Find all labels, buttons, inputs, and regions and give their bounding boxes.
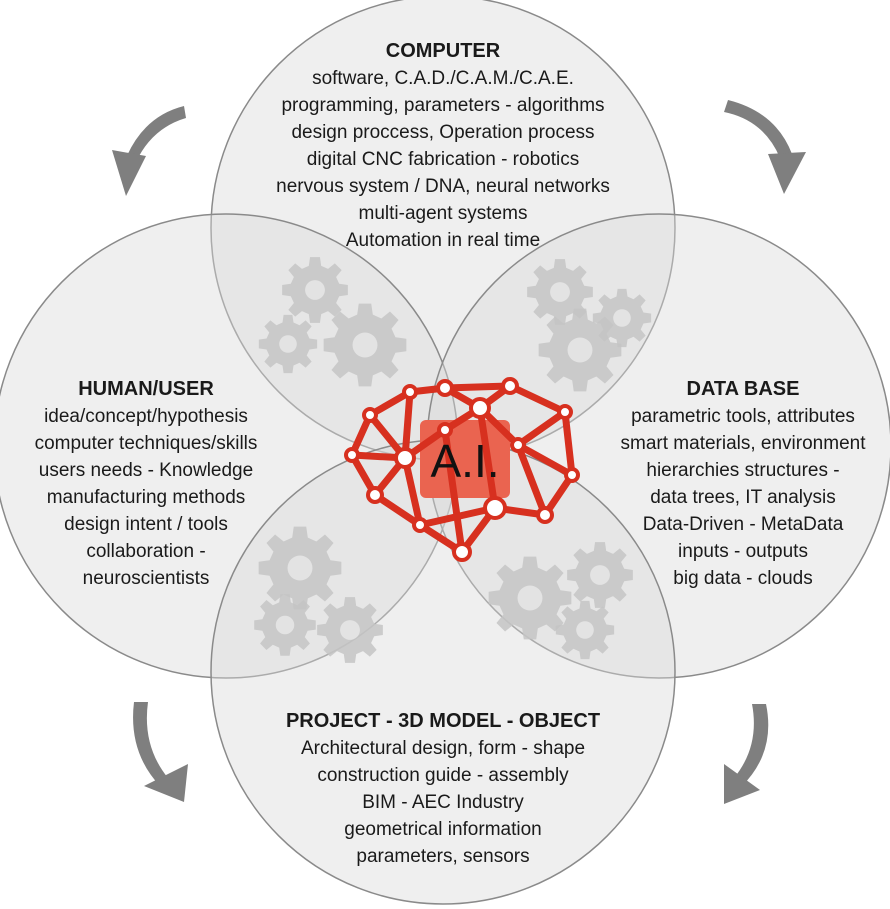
gear-icon: [555, 600, 615, 660]
gear-icon: [254, 594, 316, 656]
computer-line: digital CNC fabrication - robotics: [307, 149, 579, 170]
gear-icon: [317, 597, 383, 663]
gear-icon: [323, 303, 407, 387]
gear-icon: [592, 288, 652, 348]
computer-line: multi-agent systems: [359, 203, 528, 224]
project-title: PROJECT - 3D MODEL - OBJECT: [286, 710, 600, 732]
data-base-line: inputs - outputs: [678, 541, 808, 562]
project-line: geometrical information: [344, 819, 541, 840]
data-base-title: DATA BASE: [687, 378, 800, 400]
human-user-line: manufacturing methods: [47, 487, 246, 508]
human-user-line: design intent / tools: [64, 514, 228, 535]
brain-network-icon: A.I.: [344, 377, 580, 562]
data-base-line: Data-Driven - MetaData: [643, 514, 844, 535]
gear-cluster-upper-left: [258, 257, 407, 387]
project-text-block: PROJECT - 3D MODEL - OBJECT Architectura…: [286, 710, 600, 867]
gear-icon: [488, 556, 572, 640]
project-line: parameters, sensors: [356, 846, 529, 867]
gear-cluster-lower-left: [254, 526, 383, 663]
gear-icon: [258, 526, 342, 610]
computer-line: programming, parameters - algorithms: [281, 95, 604, 116]
computer-line: design proccess, Operation process: [291, 122, 594, 143]
human-user-title: HUMAN/USER: [78, 378, 214, 400]
gear-icon: [527, 259, 593, 325]
project-line: BIM - AEC Industry: [362, 792, 524, 813]
curved-arrow-icon: [112, 106, 186, 196]
data-base-line: big data - clouds: [673, 568, 812, 589]
human-user-line: users needs - Knowledge: [39, 460, 253, 481]
gear-icon: [282, 257, 348, 323]
human-user-text-block: HUMAN/USER idea/concept/hypothesis compu…: [35, 378, 258, 589]
computer-text-block: COMPUTER software, C.A.D./C.A.M./C.A.E. …: [276, 40, 610, 251]
gear-cluster-lower-right: [488, 542, 633, 660]
data-base-line: smart materials, environment: [621, 433, 867, 454]
gear-icon: [567, 542, 633, 608]
human-user-line: idea/concept/hypothesis: [44, 406, 248, 427]
human-user-line: collaboration -: [86, 541, 205, 562]
data-base-line: data trees, IT analysis: [650, 487, 836, 508]
curved-arrow-icon: [133, 702, 188, 802]
data-base-line: parametric tools, attributes: [631, 406, 855, 427]
computer-title: COMPUTER: [386, 40, 501, 62]
gear-icon: [258, 314, 318, 374]
computer-line: software, C.A.D./C.A.M./C.A.E.: [312, 68, 574, 89]
gear-icon: [538, 308, 622, 392]
data-base-text-block: DATA BASE parametric tools, attributes s…: [621, 378, 867, 589]
computer-line: nervous system / DNA, neural networks: [276, 176, 610, 197]
data-base-line: hierarchies structures -: [646, 460, 839, 481]
human-user-line: computer techniques/skills: [35, 433, 258, 454]
curved-arrows: [112, 100, 806, 804]
curved-arrow-icon: [724, 704, 769, 804]
human-user-line: neuroscientists: [83, 568, 210, 589]
computer-line: Automation in real time: [346, 230, 540, 251]
project-line: Architectural design, form - shape: [301, 738, 585, 759]
curved-arrow-icon: [724, 100, 806, 194]
project-line: construction guide - assembly: [317, 765, 569, 786]
gear-cluster-upper-right: [527, 259, 652, 392]
ai-label: A.I.: [430, 435, 499, 487]
